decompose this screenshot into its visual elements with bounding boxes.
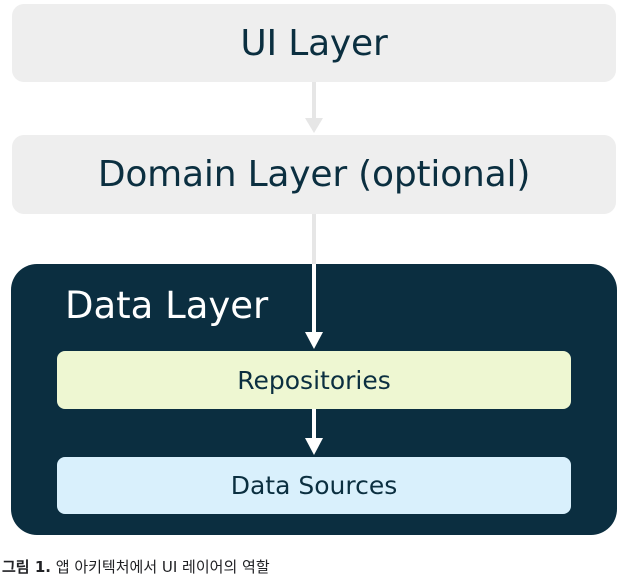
repositories-box: Repositories xyxy=(57,351,571,409)
arrow-ui-to-domain xyxy=(305,82,323,133)
ui-layer-box: UI Layer xyxy=(12,4,616,82)
data-sources-box: Data Sources xyxy=(57,457,571,514)
repositories-label: Repositories xyxy=(237,365,391,395)
domain-layer-box: Domain Layer (optional) xyxy=(12,135,616,214)
data-layer-label: Data Layer xyxy=(65,284,269,327)
figure-caption-text: 앱 아키텍처에서 UI 레이어의 역할 xyxy=(55,558,270,576)
data-sources-label: Data Sources xyxy=(230,471,398,500)
domain-layer-label: Domain Layer (optional) xyxy=(97,154,531,195)
ui-layer-label: UI Layer xyxy=(240,22,388,64)
figure-caption: 그림 1. 앱 아키텍처에서 UI 레이어의 역할 xyxy=(2,556,270,577)
figure-caption-label: 그림 1. xyxy=(2,558,51,576)
